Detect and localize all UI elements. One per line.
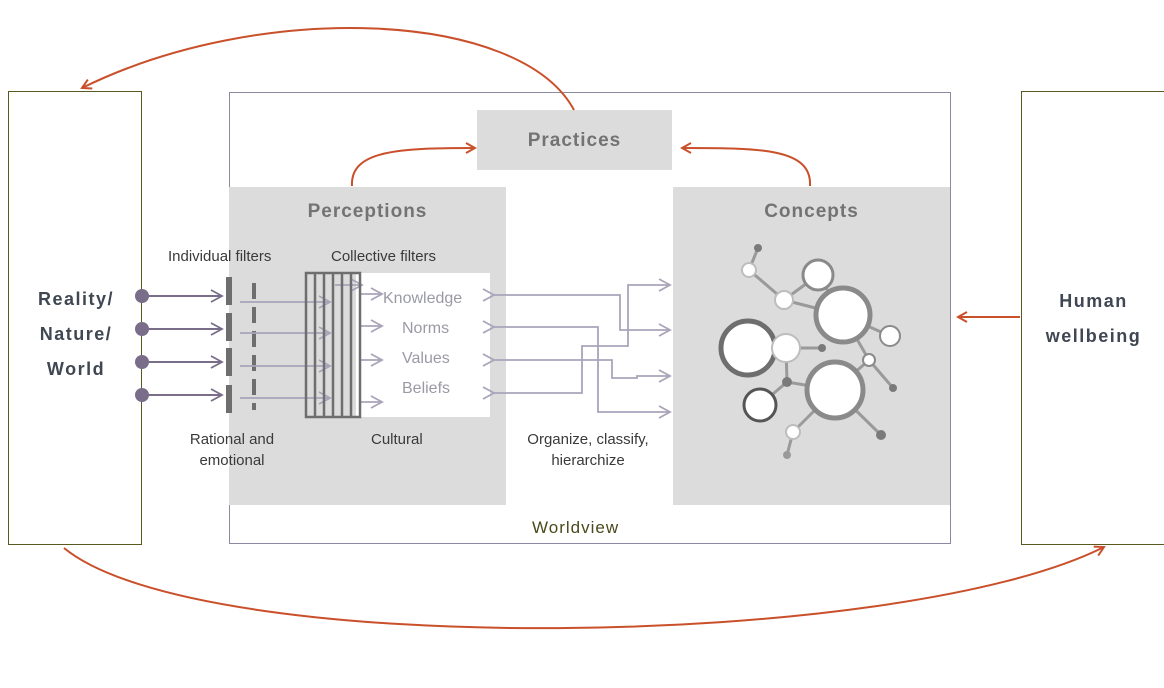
collective-filters-label: Collective filters <box>331 248 437 265</box>
bottom-feedback-arrow <box>63 547 1104 630</box>
perceptions-title: Perceptions <box>307 201 428 222</box>
concepts-title: Concepts <box>764 201 859 222</box>
concept-network <box>718 244 901 459</box>
knowledge-label: Knowledge <box>383 290 463 307</box>
concepts-to-practices-arrow <box>682 148 812 187</box>
top-feedback-arrow <box>82 26 575 111</box>
individual-filter-bars <box>226 277 256 413</box>
input-arrows <box>135 289 224 402</box>
values-label: Values <box>402 350 450 367</box>
beliefs-label: Beliefs <box>402 380 451 397</box>
wellbeing-label: Human wellbeing <box>1045 291 1142 346</box>
practices-box: Practices <box>477 110 672 170</box>
norms-label: Norms <box>402 320 450 337</box>
wellbeing-box: Human wellbeing <box>1021 91 1164 545</box>
practices-title: Practices <box>527 130 622 151</box>
reality-box: Reality/ Nature/ World <box>8 91 142 545</box>
worldview-label: Worldview <box>532 518 620 537</box>
rational-emotional-label: Rational and emotional <box>189 431 275 469</box>
reality-label: Reality/ Nature/ World <box>37 289 115 379</box>
individual-filters-label: Individual filters <box>168 248 272 265</box>
collective-filter-grid <box>304 271 362 419</box>
organize-label: Organize, classify, hierarchize <box>527 431 649 469</box>
crossing-connectors <box>482 278 672 419</box>
perceptions-to-practices-arrow <box>350 148 475 187</box>
cultural-label: Cultural <box>371 431 423 448</box>
